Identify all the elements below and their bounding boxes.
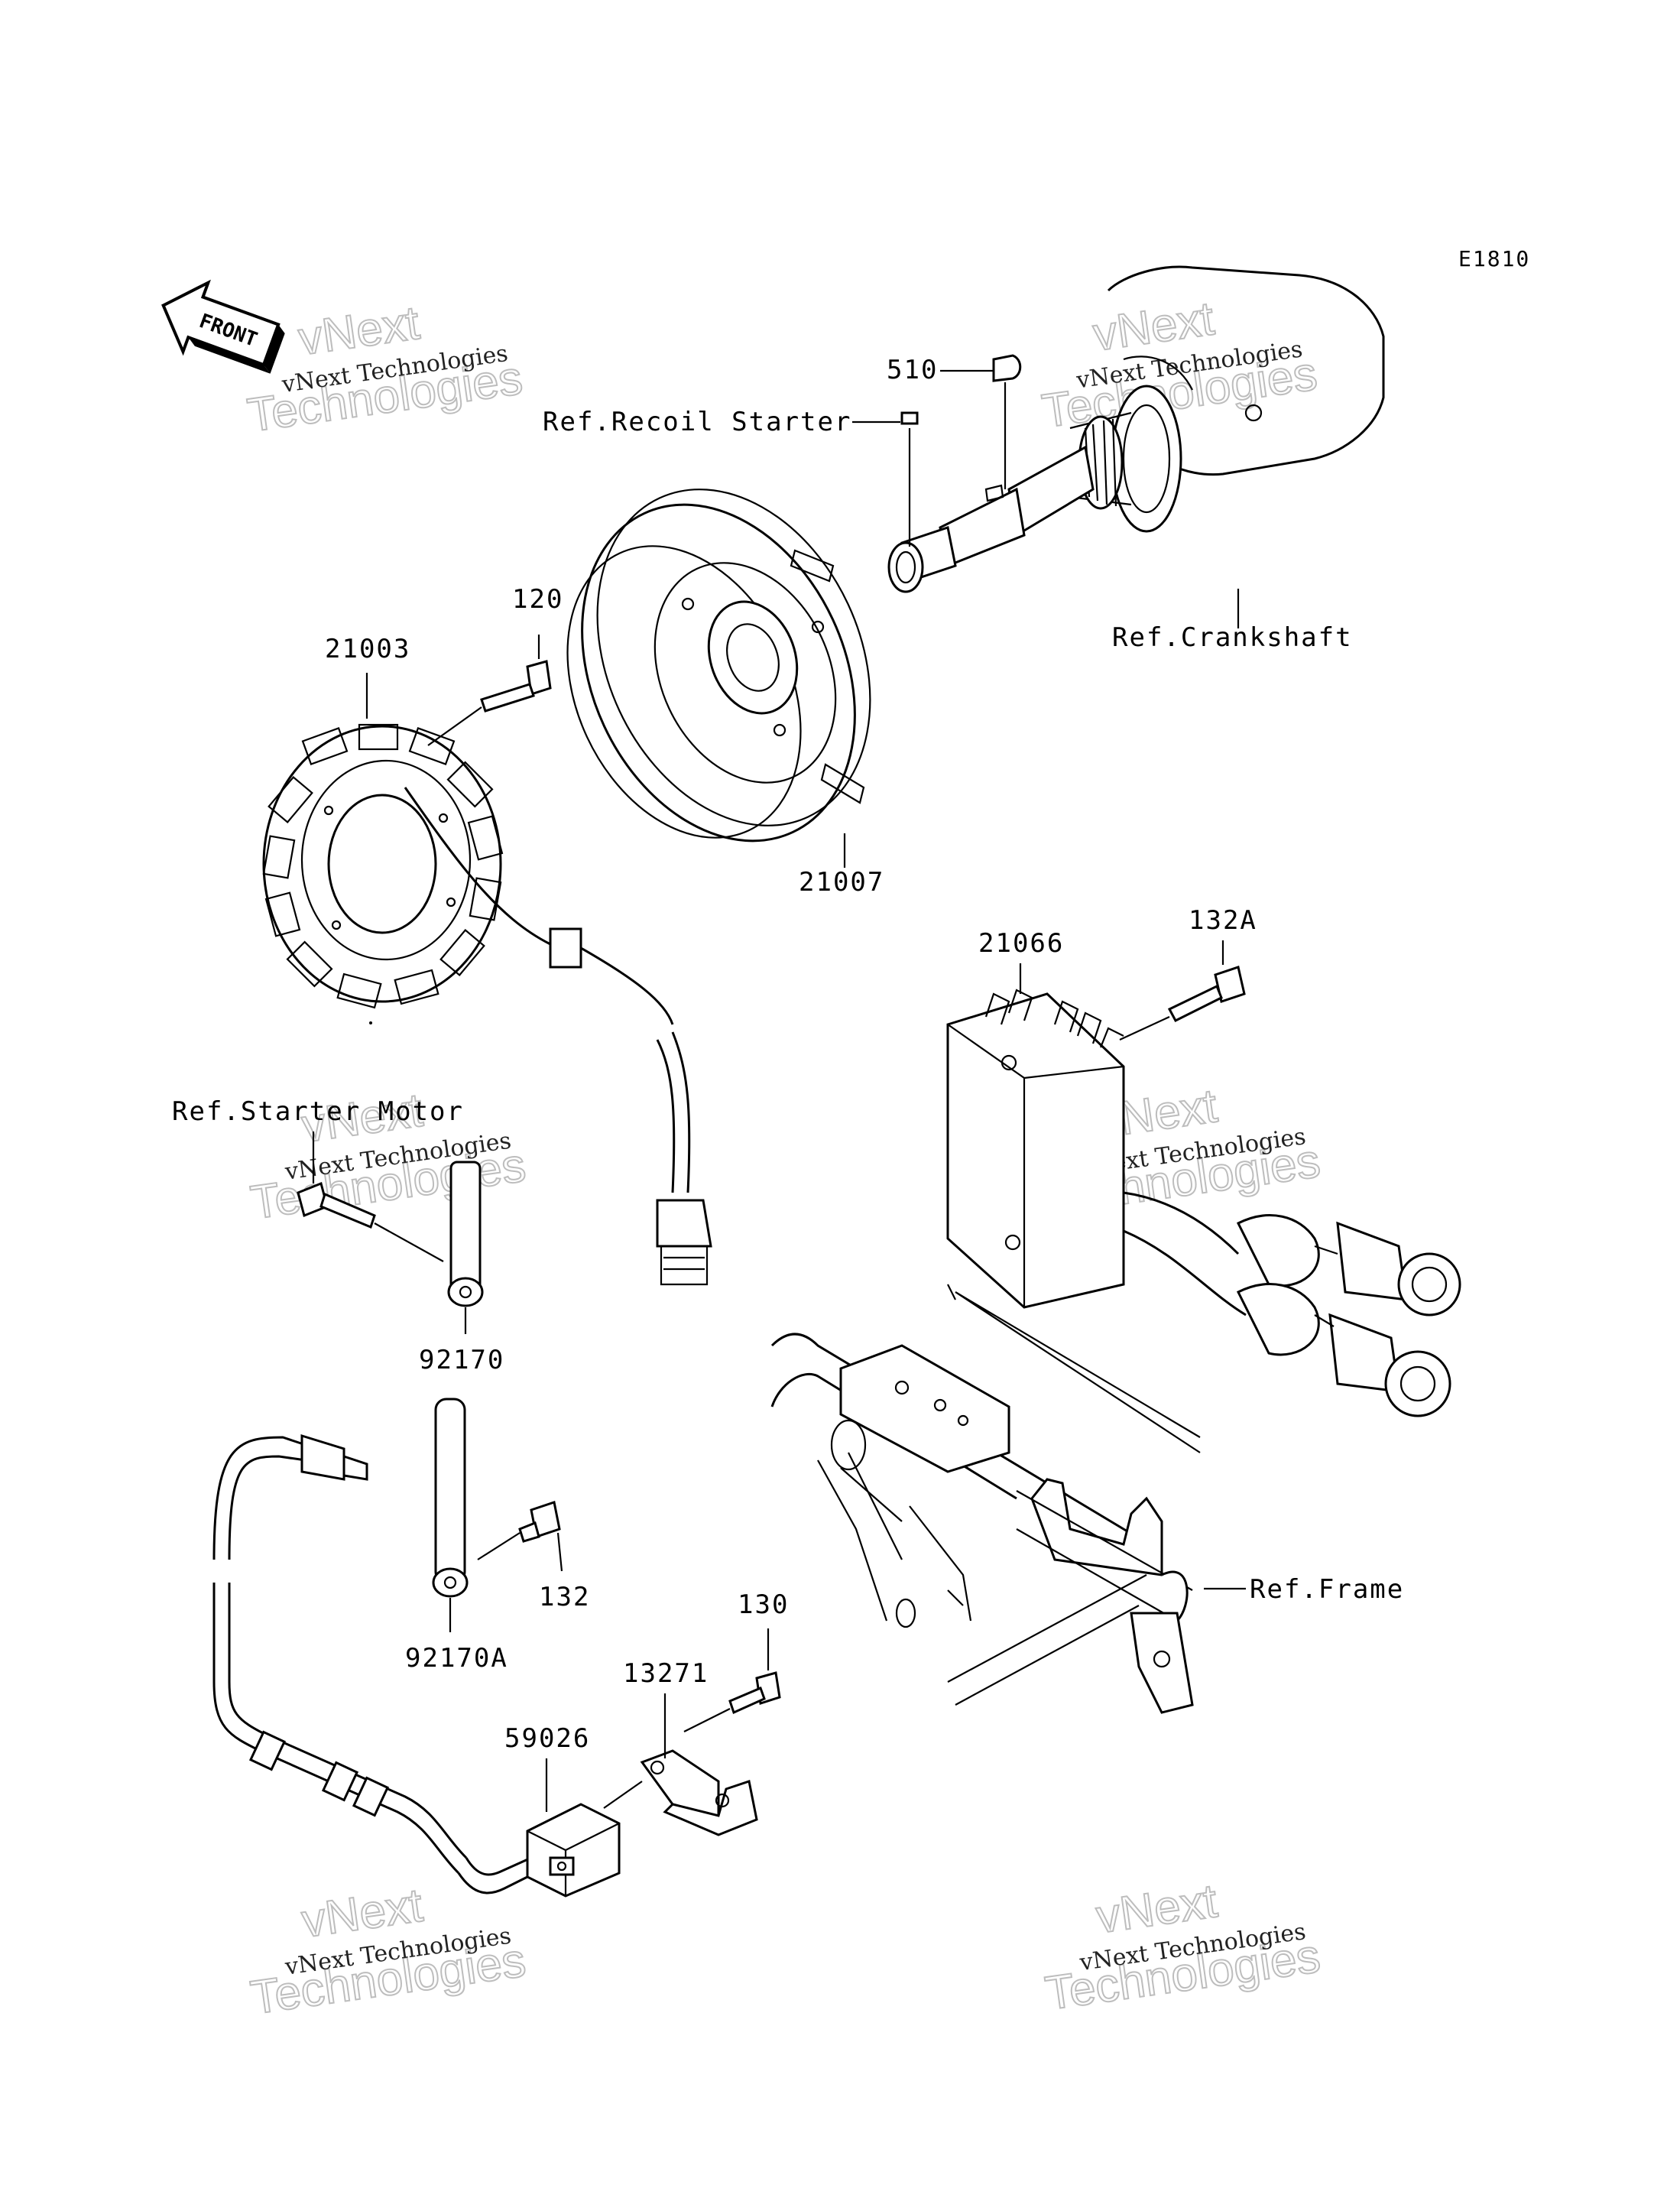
- pickup-harness: [212, 1433, 536, 1894]
- label-92170: 92170: [419, 1345, 504, 1375]
- front-arrow-icon: FRONT: [161, 279, 285, 374]
- woodruff-key-510: [992, 354, 1022, 382]
- flywheel-21007: [566, 489, 871, 843]
- bolt-120: [480, 660, 552, 713]
- regulator-21066: [946, 989, 1461, 1417]
- frame-ref: [770, 1291, 1201, 1714]
- leader-21066-b: [947, 1284, 956, 1300]
- dot-marker: [369, 1021, 372, 1024]
- bolt-130: [728, 1671, 781, 1715]
- leader-120-b: [427, 706, 482, 746]
- bolt-132A: [1167, 966, 1246, 1022]
- watermark-bottom-right: vNext Technologies vNext Technologies: [1041, 1874, 1324, 2021]
- label-59026: 59026: [504, 1723, 590, 1754]
- watermark-mid-left: vNext Technologies vNext Technologies: [247, 1083, 530, 1231]
- key-recoil-starter: [900, 411, 919, 425]
- label-120: 120: [512, 584, 563, 615]
- lead-92170: [447, 1161, 484, 1307]
- label-ref-recoil-starter: Ref.Recoil Starter: [543, 407, 851, 437]
- label-510: 510: [887, 355, 938, 385]
- leader-132-b: [477, 1532, 521, 1560]
- leader-132: [556, 1532, 563, 1572]
- label-13271: 13271: [623, 1658, 709, 1689]
- label-21003: 21003: [325, 634, 410, 664]
- label-130: 130: [738, 1589, 789, 1620]
- label-132: 132: [539, 1582, 590, 1612]
- label-132A: 132A: [1189, 905, 1257, 936]
- label-ref-frame: Ref.Frame: [1250, 1574, 1404, 1605]
- crankshaft-ref: [887, 265, 1385, 593]
- leader-starter-bolt-b: [374, 1222, 444, 1262]
- bracket-13271: [640, 1749, 758, 1836]
- label-ref-starter-motor: Ref.Starter Motor: [172, 1096, 464, 1127]
- label-92170A: 92170A: [405, 1643, 508, 1674]
- label-21066: 21066: [978, 928, 1064, 959]
- watermark-top-left: vNext Technologies vNext Technologies: [244, 296, 527, 443]
- bolt-132: [518, 1501, 561, 1543]
- label-21007: 21007: [799, 867, 884, 898]
- leader-130-b: [683, 1708, 731, 1732]
- leader-132A-b: [1119, 1016, 1170, 1041]
- diagram-code: E1810: [1458, 246, 1530, 271]
- watermark-bottom-left: vNext Technologies vNext Technologies: [247, 1878, 530, 2026]
- starter-bolt: [297, 1181, 376, 1229]
- pickup-coil-59026: [526, 1803, 621, 1898]
- lead-92170A: [432, 1398, 469, 1598]
- stator-21003: [262, 723, 712, 1286]
- label-ref-crankshaft: Ref.Crankshaft: [1112, 622, 1353, 653]
- leader-13271-b: [603, 1781, 643, 1809]
